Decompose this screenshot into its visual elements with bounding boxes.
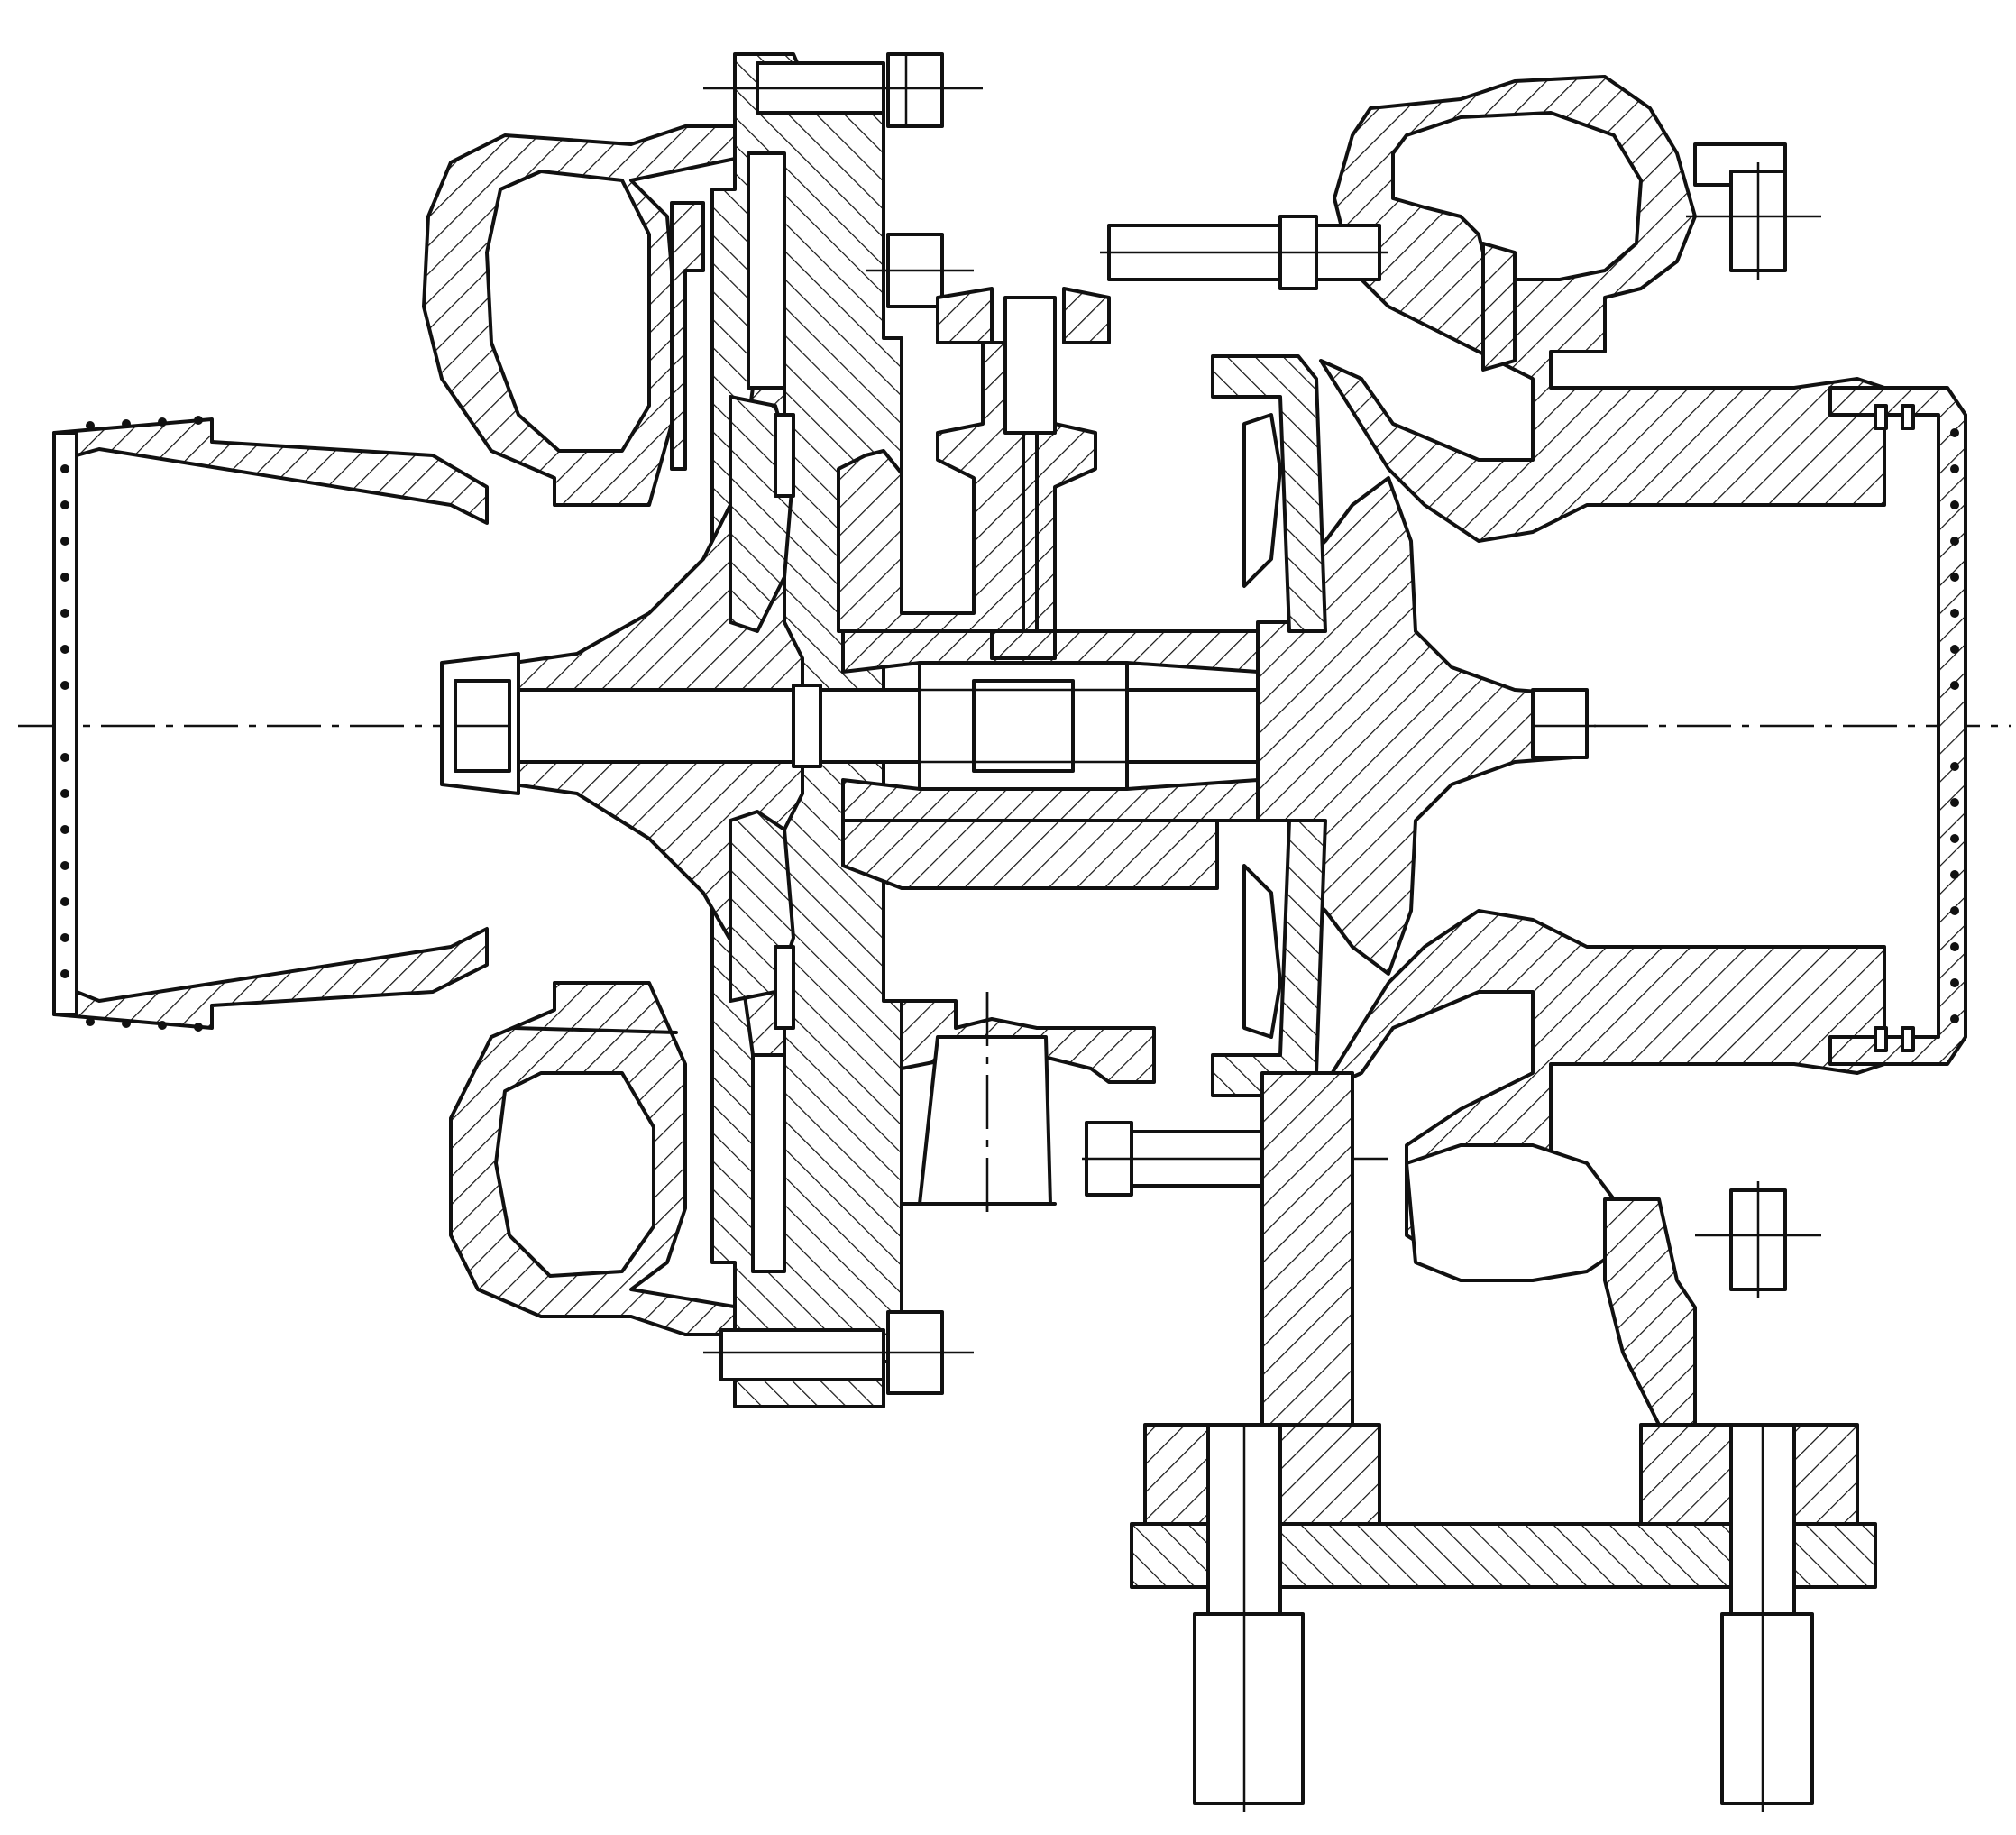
compressor-inlet-nozzle	[52, 416, 489, 1032]
turbine-housing-upper	[1319, 75, 1886, 543]
rotor-shaft	[517, 661, 1260, 791]
compressor-volute-lower	[449, 981, 741, 1336]
foot-bolt-left	[1193, 1423, 1305, 1812]
turbine-bolt-mid-right	[1100, 215, 1388, 290]
compressor-volute-upper	[422, 124, 741, 507]
oil-drain-plug	[900, 992, 1057, 1217]
turbine-wheel	[1256, 476, 1596, 976]
labyrinth-seal-compressor	[729, 395, 795, 1030]
bearing-housing	[837, 287, 1260, 1084]
turbine-outlet-casing	[1828, 386, 1967, 1066]
turbine-bolt-lower-right	[1695, 1181, 1821, 1298]
turbine-nozzle-ring	[1211, 354, 1327, 1097]
outlet-casing-rivets	[1950, 428, 1959, 1023]
drain-pipe-line	[512, 1026, 678, 1034]
turbine-housing-lower	[1319, 909, 1886, 1282]
flange-bolt-bottom-left	[703, 1310, 974, 1395]
flange-bolt-mid-left	[866, 233, 974, 308]
foot-bolt-right	[1720, 1423, 1814, 1812]
turbine-bolt-top-right	[1686, 142, 1821, 280]
inlet-nozzle-rivets	[60, 416, 203, 1032]
flange-bolt-top-left	[703, 52, 983, 128]
